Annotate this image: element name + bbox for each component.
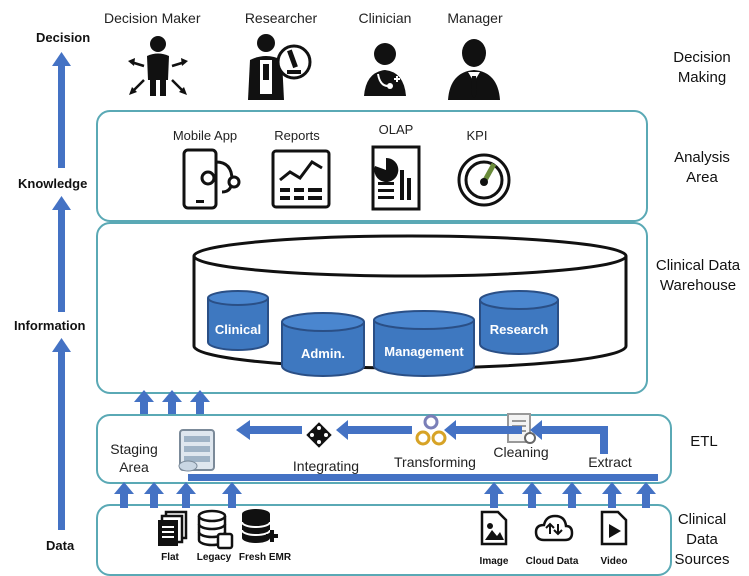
pipeline-label-data: Data bbox=[46, 538, 75, 553]
db-admin-icon bbox=[281, 312, 365, 377]
db-clinical-label: Clinical bbox=[214, 322, 262, 337]
reports-icon bbox=[271, 149, 331, 209]
role-manager-label: Manager bbox=[447, 10, 503, 26]
source-flat-label: Flat bbox=[161, 552, 179, 563]
legacy-database-icon bbox=[197, 509, 234, 550]
staging-to-warehouse-arrows bbox=[134, 390, 210, 418]
db-admin-label: Admin. bbox=[300, 346, 346, 361]
pipeline-label-decision: Decision bbox=[36, 30, 91, 45]
transforming-gears-icon bbox=[415, 414, 447, 446]
db-research-label: Research bbox=[489, 322, 549, 337]
mobile-app-icon bbox=[182, 148, 241, 210]
db-management-icon bbox=[373, 310, 475, 377]
pipeline-label-knowledge: Knowledge bbox=[18, 176, 88, 191]
clinician-icon bbox=[364, 43, 406, 96]
kpi-gauge-icon bbox=[457, 153, 511, 207]
decision-maker-icon bbox=[128, 36, 188, 96]
source-image-label: Image bbox=[479, 556, 509, 567]
analysis-olap-label: OLAP bbox=[378, 122, 414, 137]
etl-cleaning-label: Cleaning bbox=[493, 444, 549, 460]
etl-flow-arrows bbox=[236, 420, 608, 454]
label-etl: ETL bbox=[690, 433, 718, 450]
fresh-emr-database-icon bbox=[241, 509, 278, 543]
etl-integrating-label: Integrating bbox=[292, 458, 360, 474]
analysis-mobile-app-label: Mobile App bbox=[172, 128, 238, 143]
cloud-data-icon bbox=[534, 514, 574, 542]
db-clinical-icon bbox=[207, 290, 269, 351]
pipeline-label-information: Information bbox=[14, 318, 86, 333]
etl-extract-label: Extract bbox=[588, 454, 632, 470]
db-management-label: Management bbox=[384, 344, 464, 359]
sources-to-etl-arrows bbox=[114, 482, 656, 508]
flat-files-icon bbox=[158, 510, 188, 546]
role-decision-maker-label: Decision Maker bbox=[104, 10, 201, 26]
image-file-icon bbox=[480, 510, 508, 546]
staging-server-icon bbox=[178, 429, 215, 472]
source-fresh-emr-label: Fresh EMR bbox=[238, 552, 292, 563]
researcher-icon bbox=[248, 34, 312, 100]
analysis-kpi-label: KPI bbox=[466, 128, 488, 143]
integrating-puzzle-icon bbox=[306, 422, 332, 448]
manager-icon bbox=[448, 39, 500, 100]
clinical-data-sources-panel bbox=[96, 504, 672, 576]
source-video-label: Video bbox=[600, 556, 628, 567]
analysis-reports-label: Reports bbox=[274, 128, 320, 143]
etl-transforming-label: Transforming bbox=[394, 454, 476, 470]
olap-icon bbox=[371, 145, 421, 211]
db-research-icon bbox=[479, 290, 559, 355]
role-researcher-label: Researcher bbox=[244, 10, 318, 26]
video-file-icon bbox=[600, 510, 628, 546]
source-legacy-label: Legacy bbox=[196, 552, 232, 563]
role-clinician-label: Clinician bbox=[358, 10, 412, 26]
source-cloud-data-label: Cloud Data bbox=[525, 556, 579, 567]
etl-collector-bar bbox=[188, 474, 658, 481]
